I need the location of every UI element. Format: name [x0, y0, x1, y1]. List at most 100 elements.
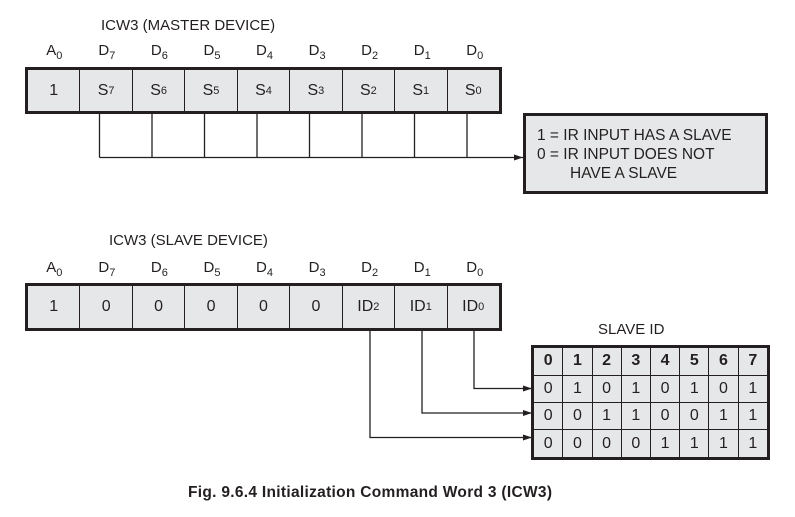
bit-label: D5 [186, 42, 239, 62]
slave-id-cell: 1 [620, 374, 651, 403]
slave-id-header-cell: 0 [531, 346, 564, 376]
cell-value-base: S [359, 81, 371, 99]
slave-id-header-cell: 5 [679, 346, 710, 376]
slave-id-cell: 0 [531, 401, 564, 431]
cell-value-subscript: 0 [478, 301, 485, 313]
bit-label-subscript: 5 [214, 50, 221, 62]
slave-id-header-cell: 6 [708, 346, 739, 376]
slave-id-cell: 1 [737, 374, 770, 403]
bit-label: D0 [449, 42, 502, 62]
slave-id-cell: 1 [708, 429, 739, 459]
bit-label-base: A [46, 259, 57, 276]
bit-label-subscript: 2 [372, 50, 379, 62]
bit-label-base: D [466, 259, 478, 276]
cell-value-subscript: 2 [370, 84, 377, 97]
bit-label: D6 [133, 259, 186, 279]
slave-id-cell: 0 [591, 429, 622, 459]
bit-label-subscript: 0 [56, 50, 63, 62]
bit-label: D4 [238, 42, 291, 62]
bit-label-base: D [203, 259, 215, 276]
bit-label: D0 [449, 259, 502, 279]
cell-value-base: ID [357, 298, 374, 315]
bit-label-base: D [150, 42, 162, 59]
legend-line-has-slave: 1 = IR INPUT HAS A SLAVE [537, 127, 732, 144]
bit-label: D3 [291, 259, 344, 279]
id1-arrow [421, 330, 532, 416]
slave-id-header-cell: 4 [649, 346, 681, 376]
register-cell: 0 [131, 286, 184, 328]
slave-id-cell: 0 [591, 374, 622, 403]
cell-value-subscript: 1 [423, 84, 430, 97]
bit-label-base: D [98, 42, 110, 59]
slave-id-header-cell: 7 [737, 346, 770, 376]
bit-label: A0 [28, 259, 81, 279]
bit-label-subscript: 1 [424, 50, 431, 62]
register-cell: 0 [289, 286, 341, 328]
register-cell: 0 [184, 286, 236, 328]
cell-value-base: S [202, 81, 214, 99]
slave-id-title: SLAVE ID [598, 321, 665, 338]
slave-id-cell: 0 [531, 374, 564, 403]
bit-label: A0 [28, 42, 81, 62]
bit-label: D6 [133, 42, 186, 62]
slave-id-cell: 1 [649, 429, 681, 459]
slave-id-header-cell: 1 [562, 346, 593, 376]
bit-label-base: D [150, 259, 162, 276]
bit-label: D2 [343, 42, 396, 62]
cell-value-base: 0 [259, 298, 268, 315]
bit-label-base: D [308, 259, 320, 276]
cell-value-base: S [464, 81, 476, 99]
slave-id-header-cell: 2 [591, 346, 622, 376]
bit-label-subscript: 7 [109, 267, 116, 279]
bit-label-subscript: 5 [214, 267, 221, 279]
cell-value-base: 0 [101, 298, 111, 315]
cell-value-subscript: 3 [318, 84, 325, 97]
bit-label: D5 [186, 259, 239, 279]
cell-value-subscript: 2 [373, 301, 380, 313]
bit-label-subscript: 3 [319, 50, 326, 62]
cell-value-subscript: 1 [425, 301, 432, 313]
slave-id-cell: 0 [679, 401, 710, 431]
cell-value-subscript: 7 [108, 84, 115, 97]
figure-caption: Fig. 9.6.4 Initialization Command Word 3… [188, 484, 553, 501]
legend-line-no-slave: 0 = IR INPUT DOES NOT [537, 146, 715, 163]
register-cell: 1 [28, 286, 79, 328]
register-cell: 1 [28, 70, 79, 111]
bit-label-subscript: 0 [477, 50, 484, 62]
slave-id-cell: 1 [562, 374, 593, 403]
bit-label: D7 [81, 42, 134, 62]
cell-value-subscript: 4 [265, 84, 272, 97]
cell-value-subscript: 5 [213, 84, 220, 97]
cell-value-base: S [150, 81, 161, 99]
cell-value-subscript: 0 [475, 84, 482, 97]
bit-label-base: D [308, 42, 320, 59]
cell-value-base: 0 [311, 298, 321, 315]
bit-label-base: D [466, 42, 478, 59]
bit-label-base: D [256, 259, 267, 276]
bit-label: D1 [396, 259, 449, 279]
slave-id-cell: 1 [737, 429, 770, 459]
register-cell: 0 [79, 286, 131, 328]
bit-label-base: D [203, 42, 215, 59]
bit-label-subscript: 4 [266, 50, 274, 62]
bit-label: D1 [396, 42, 449, 62]
bit-label-base: D [361, 259, 373, 276]
cell-value-base: ID [462, 298, 479, 315]
bit-label-base: D [98, 259, 110, 276]
bit-label-subscript: 3 [319, 267, 326, 279]
cell-value-base: 0 [206, 298, 216, 315]
